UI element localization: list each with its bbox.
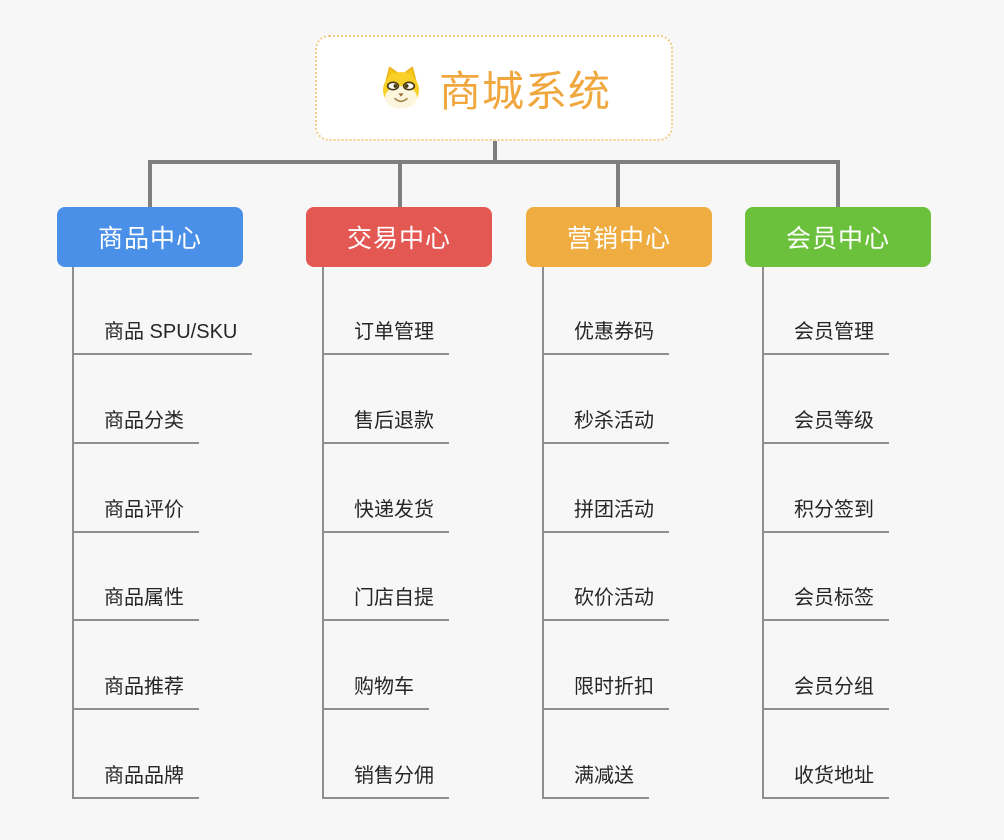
leaf-label: 会员等级: [762, 408, 889, 444]
leaf-node[interactable]: 积分签到: [762, 497, 889, 533]
connector-trunk: [762, 267, 764, 799]
leaf-label: 会员管理: [762, 319, 889, 355]
leaf-label: 销售分佣: [322, 763, 449, 799]
root-title: 商城系统: [438, 67, 611, 115]
leaf-label: 商品品牌: [72, 763, 199, 799]
leaf-label: 拼团活动: [542, 497, 669, 533]
leaf-label: 售后退款: [322, 408, 449, 444]
leaf-node[interactable]: 商品品牌: [72, 763, 199, 799]
leaf-label: 会员分组: [762, 674, 889, 710]
connector-bus: [148, 160, 840, 164]
leaf-label: 商品分类: [72, 408, 199, 444]
connector-trunk: [72, 267, 74, 799]
connector-trunk: [542, 267, 544, 799]
branch-node-products[interactable]: 商品中心: [57, 207, 243, 267]
branch-node-marketing[interactable]: 营销中心: [526, 207, 712, 267]
connector-drop: [398, 160, 402, 207]
leaf-node[interactable]: 限时折扣: [542, 674, 669, 710]
leaf-label: 会员标签: [762, 585, 889, 621]
leaf-label: 商品 SPU/SKU: [72, 319, 253, 355]
leaf-node[interactable]: 会员管理: [762, 319, 889, 355]
branch-node-trade[interactable]: 交易中心: [306, 207, 492, 267]
leaf-label: 订单管理: [322, 319, 449, 355]
leaf-node[interactable]: 商品分类: [72, 408, 199, 444]
leaf-node[interactable]: 门店自提: [322, 585, 449, 621]
leaf-label: 快递发货: [322, 497, 449, 533]
leaf-label: 收货地址: [762, 763, 889, 799]
leaf-node[interactable]: 商品推荐: [72, 674, 199, 710]
connector-drop: [836, 160, 840, 207]
connector-trunk: [322, 267, 324, 799]
leaf-label: 优惠券码: [542, 319, 669, 355]
leaf-node[interactable]: 拼团活动: [542, 497, 669, 533]
leaf-node[interactable]: 商品属性: [72, 585, 199, 621]
leaf-label: 秒杀活动: [542, 408, 669, 444]
leaf-node[interactable]: 收货地址: [762, 763, 889, 799]
leaf-label: 积分签到: [762, 497, 889, 533]
connector-drop: [616, 160, 620, 207]
leaf-node[interactable]: 会员分组: [762, 674, 889, 710]
leaf-node[interactable]: 快递发货: [322, 497, 449, 533]
leaf-node[interactable]: 商品评价: [72, 497, 199, 533]
leaf-node[interactable]: 售后退款: [322, 408, 449, 444]
leaf-node[interactable]: 会员等级: [762, 408, 889, 444]
root-node[interactable]: 商城系统: [315, 35, 673, 141]
leaf-label: 商品属性: [72, 585, 199, 621]
leaf-node[interactable]: 订单管理: [322, 319, 449, 355]
leaf-label: 购物车: [322, 674, 429, 710]
leaf-node[interactable]: 优惠券码: [542, 319, 669, 355]
leaf-node[interactable]: 商品 SPU/SKU: [72, 319, 253, 355]
connector-root-stem: [493, 141, 497, 164]
branch-node-members[interactable]: 会员中心: [745, 207, 931, 267]
leaf-node[interactable]: 砍价活动: [542, 585, 669, 621]
shiba-dog-icon: [382, 66, 419, 109]
leaf-node[interactable]: 会员标签: [762, 585, 889, 621]
leaf-label: 商品推荐: [72, 674, 199, 710]
leaf-label: 限时折扣: [542, 674, 669, 710]
connector-drop: [148, 160, 152, 207]
leaf-label: 满减送: [542, 763, 649, 799]
leaf-label: 商品评价: [72, 497, 199, 533]
leaf-label: 砍价活动: [542, 585, 669, 621]
leaf-label: 门店自提: [322, 585, 449, 621]
leaf-node[interactable]: 满减送: [542, 763, 649, 799]
leaf-node[interactable]: 购物车: [322, 674, 429, 710]
leaf-node[interactable]: 秒杀活动: [542, 408, 669, 444]
leaf-node[interactable]: 销售分佣: [322, 763, 449, 799]
